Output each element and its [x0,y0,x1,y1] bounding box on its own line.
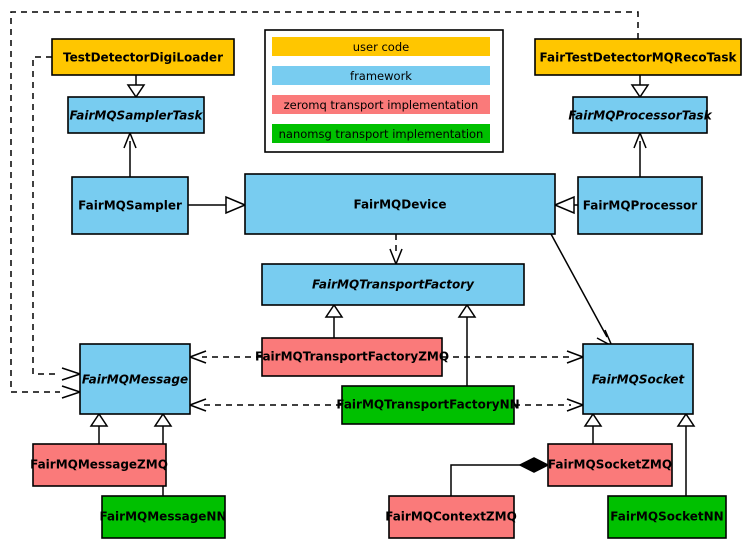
node-label-fairmq-processor: FairMQProcessor [583,199,698,213]
legend-swatch-framework [272,66,490,85]
node-box-fairmq-sampler-task[interactable] [67,96,205,134]
edge-tfzmq-generalizes-tf [324,303,344,338]
legend-swatch-nanomsg [272,124,490,143]
node-label-fairmq-transport-factory-zmq: FairMQTransportFactoryZMQ [255,350,449,364]
node-box-fairmq-socket-zmq[interactable] [547,443,673,487]
node-fairmq-processor-task[interactable]: FairMQProcessorTask [568,96,713,134]
node-label-fairmq-context-zmq: FairMQContextZMQ [385,510,517,524]
edge-messagezmq-generalizes-message [89,412,109,444]
node-box-fairmq-message-zmq[interactable] [32,443,167,487]
node-box-fairmq-processor-task[interactable] [572,96,708,134]
legend-label-framework: framework [350,69,412,83]
node-box-test-detector-digi-loader[interactable] [51,38,235,76]
nodes-layer: TestDetectorDigiLoader FairMQSamplerTask… [30,38,742,539]
node-box-fairmq-message-nn[interactable] [101,495,226,539]
edge-recotask-generalizes-processortask [630,75,650,99]
edge-socketzmq-composes-contextzmq [450,457,550,496]
node-box-fairmq-context-zmq[interactable] [388,495,515,539]
edge-socketzmq-generalizes-socket [583,412,603,444]
node-label-fairmq-device: FairMQDevice [353,198,446,212]
edge-tfnn-creates-socket [514,398,584,412]
node-fairmq-processor[interactable]: FairMQProcessor [577,176,703,235]
edge-digiloader-uses-message [32,56,81,381]
node-fairmq-message-nn[interactable]: FairMQMessageNN [99,495,227,539]
edge-recotask-uses-message [10,11,639,399]
legend-item-zeromq: zeromq transport implementation [272,95,490,114]
node-fairmq-socket[interactable]: FairMQSocket [582,343,694,415]
node-box-fairmq-transport-factory-nn[interactable] [341,385,515,425]
node-label-fairmq-socket-zmq: FairMQSocketZMQ [548,458,672,472]
node-box-fair-test-detector-mq-reco-task[interactable] [534,38,742,76]
edge-tfnn-generalizes-tf [457,303,477,386]
node-fairmq-transport-factory[interactable]: FairMQTransportFactory [261,263,525,306]
node-box-fairmq-message[interactable] [79,343,191,415]
node-fairmq-message[interactable]: FairMQMessage [79,343,191,415]
node-label-fairmq-sampler-task: FairMQSamplerTask [69,109,203,123]
edge-tfnn-creates-message [189,398,342,412]
legend-label-zeromq: zeromq transport implementation [284,98,479,112]
node-fairmq-sampler-task[interactable]: FairMQSamplerTask [67,96,205,134]
node-label-fairmq-sampler: FairMQSampler [78,199,182,213]
edge-sampler-generalizes-device [188,195,247,215]
node-test-detector-digi-loader[interactable]: TestDetectorDigiLoader [51,38,235,76]
node-fairmq-sampler[interactable]: FairMQSampler [71,176,189,235]
edge-tfzmq-creates-message [189,350,262,364]
node-label-fairmq-message: FairMQMessage [82,373,188,387]
node-box-fairmq-transport-factory[interactable] [261,263,525,306]
node-box-fairmq-socket[interactable] [582,343,694,415]
legend: user code framework zeromq transport imp… [264,29,504,153]
node-box-fairmq-device[interactable] [244,173,556,235]
edge-tfzmq-creates-socket [442,350,584,364]
node-box-fairmq-processor[interactable] [577,176,703,235]
node-label-fairmq-socket: FairMQSocket [592,373,686,387]
node-label-fairmq-socket-nn: FairMQSocketNN [610,510,723,524]
node-label-fairmq-transport-factory: FairMQTransportFactory [312,278,475,292]
legend-item-nanomsg: nanomsg transport implementation [272,124,490,143]
node-box-fairmq-sampler[interactable] [71,176,189,235]
node-box-fairmq-transport-factory-zmq[interactable] [261,337,443,377]
node-fairmq-socket-zmq[interactable]: FairMQSocketZMQ [547,443,673,487]
node-fairmq-device[interactable]: FairMQDevice [244,173,556,235]
node-label-fairmq-message-zmq: FairMQMessageZMQ [30,458,168,472]
node-fairmq-transport-factory-nn[interactable]: FairMQTransportFactoryNN [336,385,520,425]
legend-item-user-code: user code [272,37,490,56]
node-fairmq-message-zmq[interactable]: FairMQMessageZMQ [30,443,168,487]
edge-processor-assoc-processortask [633,132,647,177]
edge-sampler-assoc-samplertask [123,132,137,177]
edge-device-depends-transportfactory [389,234,403,265]
node-label-fairmq-transport-factory-nn: FairMQTransportFactoryNN [336,398,519,412]
node-label-fair-test-detector-mq-reco-task: FairTestDetectorMQRecoTask [540,51,738,65]
legend-swatch-user-code [272,37,490,56]
node-fairmq-context-zmq[interactable]: FairMQContextZMQ [385,495,517,539]
legend-item-framework: framework [272,66,490,85]
legend-label-nanomsg: nanomsg transport implementation [279,127,484,141]
legend-swatch-zeromq [272,95,490,114]
node-label-fairmq-processor-task: FairMQProcessorTask [568,109,712,123]
edges-layer [10,11,696,496]
edge-digiloader-generalizes-samplertask [126,75,146,99]
node-fairmq-transport-factory-zmq[interactable]: FairMQTransportFactoryZMQ [255,337,449,377]
edge-socketnn-generalizes-socket [676,412,696,496]
node-label-test-detector-digi-loader: TestDetectorDigiLoader [63,51,223,65]
node-fairmq-socket-nn[interactable]: FairMQSocketNN [607,495,727,539]
node-label-fairmq-message-nn: FairMQMessageNN [99,510,226,524]
node-box-fairmq-socket-nn[interactable] [607,495,727,539]
node-fair-test-detector-mq-reco-task[interactable]: FairTestDetectorMQRecoTask [534,38,742,76]
legend-label-user-code: user code [353,40,409,54]
